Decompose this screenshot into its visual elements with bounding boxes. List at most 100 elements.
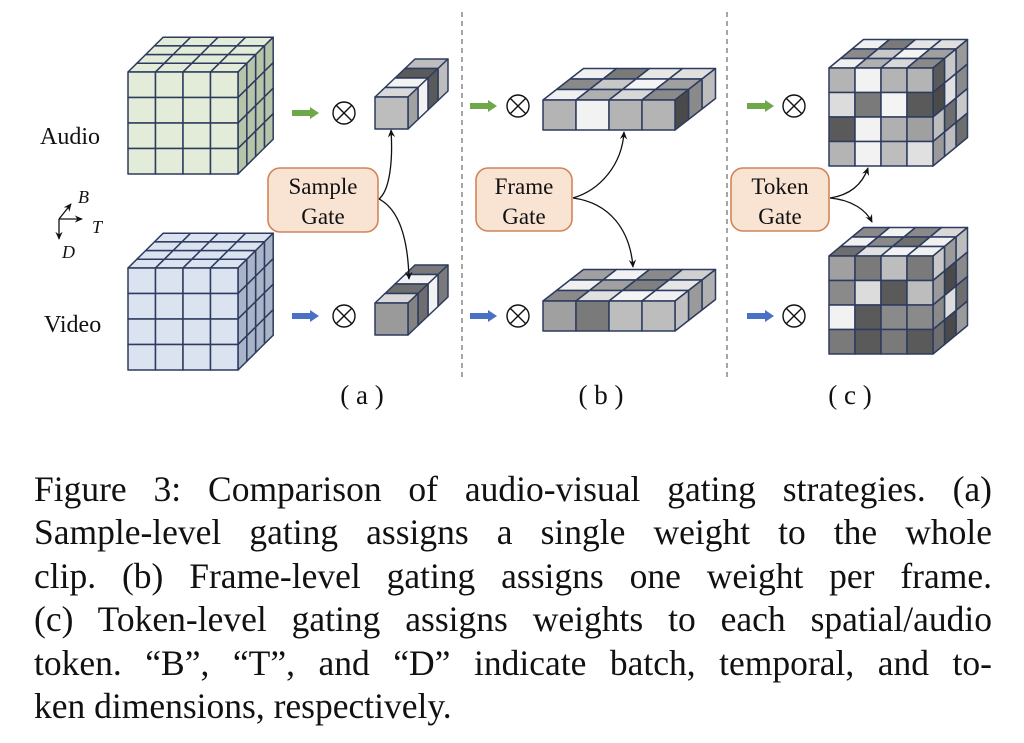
panel-a: Sample Gate ( a ) bbox=[267, 58, 449, 410]
front-cell bbox=[209, 71, 239, 99]
front-cell bbox=[182, 122, 212, 150]
front-cell bbox=[209, 343, 239, 371]
front-cell bbox=[127, 343, 157, 371]
front-cell bbox=[575, 300, 610, 332]
frame-gate-arrow-to-video bbox=[572, 197, 637, 268]
front-cell bbox=[854, 116, 882, 143]
front-cell bbox=[127, 267, 157, 295]
caption-line: clip. (b) Frame-level gating assigns one… bbox=[34, 555, 992, 596]
gating-strategies-diagram: Audio Video B T D Sample Gate ( a ) bbox=[40, 12, 969, 410]
arrow-icon bbox=[747, 310, 774, 322]
front-cell bbox=[182, 96, 212, 124]
token-gate-video-weights bbox=[828, 226, 969, 355]
front-cell bbox=[880, 116, 908, 143]
audio-arrow-a bbox=[292, 107, 319, 119]
audio-input-cube bbox=[127, 36, 274, 175]
front-cell bbox=[209, 292, 239, 320]
caption-line: Figure 3: Comparison of audio-visual gat… bbox=[34, 469, 992, 509]
front-cell bbox=[906, 67, 934, 94]
multiply-operator-icon bbox=[332, 304, 356, 328]
front-cell bbox=[182, 147, 212, 175]
caption-line: token. “B”, “T”, and “D” indicate batch,… bbox=[34, 642, 992, 683]
front-cell bbox=[182, 292, 212, 320]
front-cell bbox=[854, 255, 882, 282]
sample-gate-audio-weight bbox=[374, 58, 449, 130]
sample-gate-box: Sample Gate bbox=[267, 167, 379, 233]
video-label: Video bbox=[44, 312, 101, 338]
front-cell bbox=[209, 147, 239, 175]
front-cell bbox=[154, 343, 184, 371]
token-gate-label-line1: Token bbox=[751, 174, 809, 199]
front-cell bbox=[854, 279, 882, 306]
front-cell bbox=[154, 122, 184, 150]
front-cell bbox=[880, 279, 908, 306]
frame-gate-audio-weights bbox=[542, 67, 717, 131]
frame-gate-video-weights bbox=[542, 268, 717, 332]
front-cell bbox=[906, 116, 934, 143]
front-cell bbox=[828, 279, 856, 306]
front-cell bbox=[154, 267, 184, 295]
front-cell bbox=[828, 140, 856, 167]
arrow-icon bbox=[747, 100, 774, 112]
front-cell bbox=[906, 328, 934, 355]
front-cell bbox=[906, 304, 934, 331]
front-cell bbox=[209, 318, 239, 346]
audio-arrow-c bbox=[747, 100, 774, 112]
figure-caption: Figure 3: Comparison of audio-visual gat… bbox=[34, 468, 992, 728]
panel-b-caption: ( b ) bbox=[579, 380, 624, 410]
panel-c: Token Gate ( c ) bbox=[730, 38, 969, 410]
sample-gate-arrow-to-video bbox=[378, 198, 413, 280]
front-cell bbox=[127, 147, 157, 175]
panel-b: Frame Gate ( b ) bbox=[470, 67, 717, 410]
front-cell bbox=[828, 67, 856, 94]
front-cell bbox=[608, 99, 643, 131]
token-gate-arrow-to-video bbox=[829, 197, 873, 223]
front-cell bbox=[209, 96, 239, 124]
front-cell bbox=[906, 140, 934, 167]
token-gate-label-line2: Gate bbox=[758, 204, 801, 229]
video-arrow-c bbox=[747, 310, 774, 322]
front-cell bbox=[127, 318, 157, 346]
multiply-operator-icon bbox=[782, 94, 806, 118]
sample-gate-label-line2: Gate bbox=[301, 204, 344, 229]
front-cell bbox=[542, 300, 577, 332]
front-cell bbox=[154, 147, 184, 175]
arrow-icon bbox=[470, 100, 497, 112]
axis-label-b: B bbox=[78, 187, 89, 207]
front-cell bbox=[374, 302, 409, 336]
audio-label: Audio bbox=[40, 124, 100, 150]
front-cell bbox=[182, 71, 212, 99]
front-cell bbox=[880, 140, 908, 167]
front-cell bbox=[127, 96, 157, 124]
front-cell bbox=[154, 71, 184, 99]
front-cell bbox=[828, 116, 856, 143]
axis-label-d: D bbox=[61, 242, 75, 262]
panel-c-caption: ( c ) bbox=[828, 380, 871, 410]
front-cell bbox=[154, 96, 184, 124]
multiply-operator-icon bbox=[782, 304, 806, 328]
front-cell bbox=[154, 292, 184, 320]
caption-line: ken dimensions, respectively. bbox=[34, 686, 452, 727]
front-cell bbox=[880, 255, 908, 282]
front-cell bbox=[854, 91, 882, 118]
front-cell bbox=[906, 91, 934, 118]
front-cell bbox=[608, 300, 643, 332]
front-cell bbox=[906, 255, 934, 282]
video-arrow-a bbox=[292, 310, 319, 322]
front-cell bbox=[880, 328, 908, 355]
front-cell bbox=[182, 267, 212, 295]
front-cell bbox=[127, 122, 157, 150]
multiply-operator-icon bbox=[332, 101, 356, 125]
frame-gate-label-line2: Gate bbox=[502, 204, 545, 229]
token-gate-box: Token Gate bbox=[730, 167, 830, 232]
front-cell bbox=[641, 99, 676, 131]
front-cell bbox=[182, 343, 212, 371]
front-cell bbox=[854, 140, 882, 167]
front-cell bbox=[906, 279, 934, 306]
front-cell bbox=[854, 67, 882, 94]
sample-gate-video-weight bbox=[374, 264, 449, 336]
frame-gate-label-line1: Frame bbox=[495, 174, 554, 199]
sample-gate-label-line1: Sample bbox=[289, 174, 358, 199]
caption-line: (c) Token-level gating assigns weights t… bbox=[34, 599, 992, 640]
front-cell bbox=[154, 318, 184, 346]
